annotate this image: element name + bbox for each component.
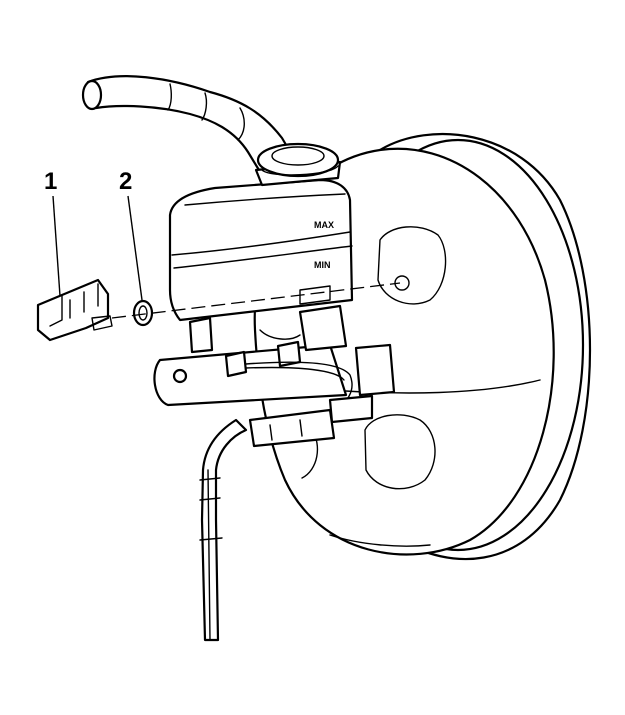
sensor-seal <box>132 299 154 327</box>
fluid-level-sensor <box>36 278 113 342</box>
wiring-harness <box>199 408 336 642</box>
callout-1-label: 1 <box>44 168 58 195</box>
alignment-line <box>111 282 401 319</box>
callout-2-leader <box>127 195 143 301</box>
master-cylinder <box>153 304 396 424</box>
max-mark: MAX <box>314 220 334 230</box>
fluid-reservoir: MAX MIN <box>168 142 354 322</box>
min-mark: MIN <box>314 260 331 270</box>
callout-2-label: 2 <box>119 168 133 195</box>
callout-1-leader <box>52 195 61 297</box>
